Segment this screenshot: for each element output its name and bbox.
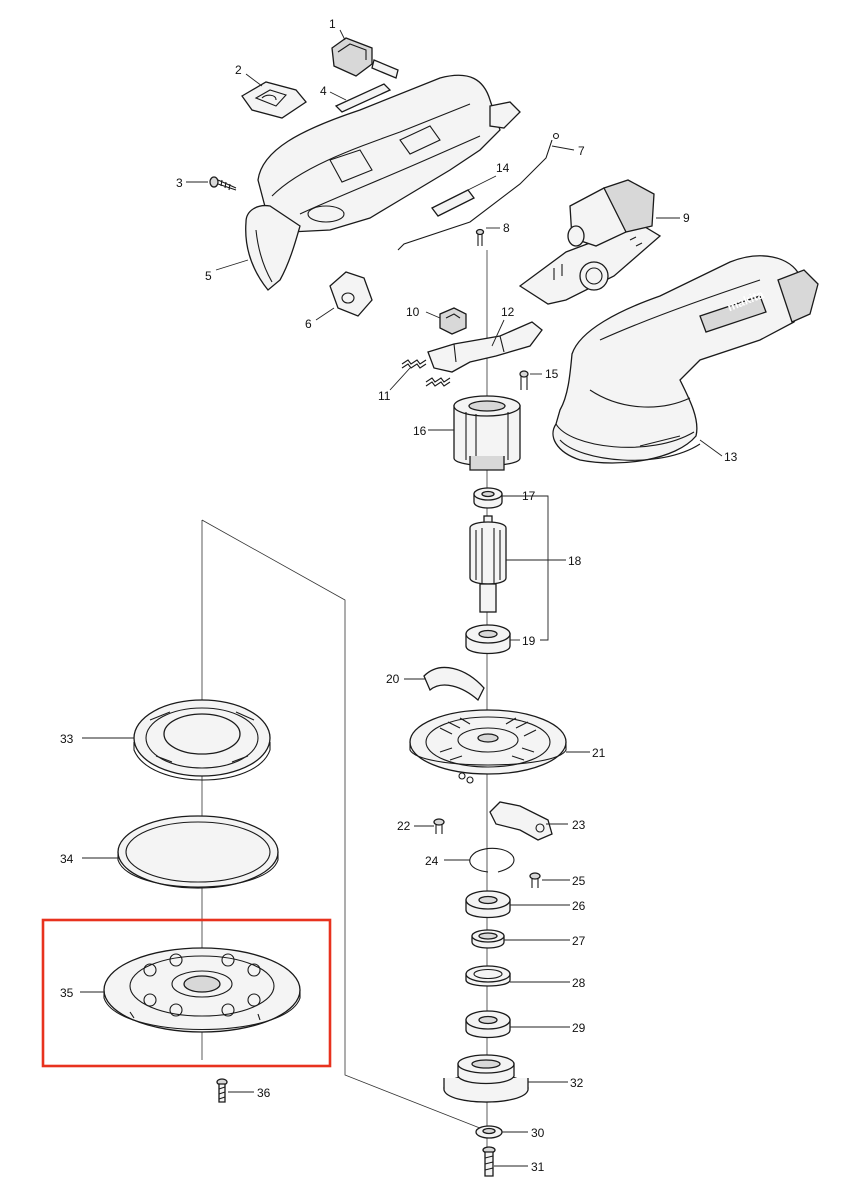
part-26-bearing xyxy=(465,890,511,919)
part-7-rod xyxy=(397,132,560,251)
callout-36: 36 xyxy=(257,1086,271,1100)
callout-1: 1 xyxy=(329,17,336,31)
part-17-bearing xyxy=(473,487,503,509)
callout-26: 26 xyxy=(572,899,586,913)
callout-33: 33 xyxy=(60,732,74,746)
callout-27: 27 xyxy=(572,934,586,948)
part-1-switch xyxy=(331,37,399,79)
callout-22: 22 xyxy=(397,819,411,833)
part-32-bearing-box xyxy=(443,1054,529,1103)
part-35-pad xyxy=(103,947,301,1033)
part-28-ring xyxy=(465,965,511,987)
part-25-screw xyxy=(529,872,541,888)
part-21-fan xyxy=(409,709,567,784)
part-16-stator xyxy=(453,395,521,471)
callout-13: 13 xyxy=(724,450,738,464)
callout-24: 24 xyxy=(425,854,439,868)
highlight-box-part-35 xyxy=(41,918,332,1068)
callout-19: 19 xyxy=(522,634,536,648)
callout-2: 2 xyxy=(235,63,242,77)
part-9-controller xyxy=(518,179,662,305)
part-27-ring xyxy=(471,929,505,949)
callout-8: 8 xyxy=(503,221,510,235)
callout-16: 16 xyxy=(413,424,427,438)
callout-11: 11 xyxy=(378,389,391,403)
callout-labels: 1 2 3 4 5 6 7 8 9 10 11 12 13 14 15 16 1… xyxy=(60,17,738,1174)
part-4-label xyxy=(334,83,392,113)
callout-29: 29 xyxy=(572,1021,586,1035)
callout-12: 12 xyxy=(501,305,515,319)
part-13-tool: makita xyxy=(552,255,819,464)
part-34-ring xyxy=(117,815,279,889)
part-14-plate xyxy=(431,189,475,217)
callout-5: 5 xyxy=(205,269,212,283)
callout-30: 30 xyxy=(531,1126,545,1140)
callout-35: 35 xyxy=(60,986,74,1000)
callout-17: 17 xyxy=(522,489,536,503)
leader-lines xyxy=(80,29,723,1167)
part-30-washer xyxy=(475,1125,503,1139)
part-3-screw xyxy=(209,176,237,191)
part-11-springs xyxy=(401,359,451,387)
callout-20: 20 xyxy=(386,672,400,686)
part-2-cap xyxy=(241,81,307,119)
callout-28: 28 xyxy=(572,976,586,990)
part-36-screw xyxy=(216,1078,228,1103)
callout-25: 25 xyxy=(572,874,586,888)
part-10-switch xyxy=(439,307,467,335)
part-29-bearing xyxy=(465,1010,511,1039)
part-5-housing xyxy=(245,74,521,291)
callout-23: 23 xyxy=(572,818,586,832)
part-23-lever xyxy=(489,801,553,841)
part-12-holder xyxy=(427,321,543,373)
callout-34: 34 xyxy=(60,852,74,866)
callout-7: 7 xyxy=(578,144,585,158)
callout-18: 18 xyxy=(568,554,582,568)
callout-32: 32 xyxy=(570,1076,584,1090)
part-31-bolt xyxy=(482,1146,496,1177)
part-24-ring xyxy=(469,847,515,873)
callout-15: 15 xyxy=(545,367,559,381)
part-6-cap xyxy=(329,271,373,317)
part-18-armature xyxy=(469,515,507,613)
callout-31: 31 xyxy=(531,1160,545,1174)
callout-10: 10 xyxy=(406,305,420,319)
part-15-screw xyxy=(519,370,529,390)
callout-3: 3 xyxy=(176,176,183,190)
part-8-screw xyxy=(475,228,485,246)
part-22-screw xyxy=(433,818,445,834)
part-19-bearing xyxy=(465,624,511,655)
callout-4: 4 xyxy=(320,84,327,98)
callout-14: 14 xyxy=(496,161,510,175)
callout-21: 21 xyxy=(592,746,606,760)
part-33-guard xyxy=(133,699,271,781)
part-20-shoe xyxy=(423,666,485,702)
callout-9: 9 xyxy=(683,211,690,225)
callout-6: 6 xyxy=(305,317,312,331)
